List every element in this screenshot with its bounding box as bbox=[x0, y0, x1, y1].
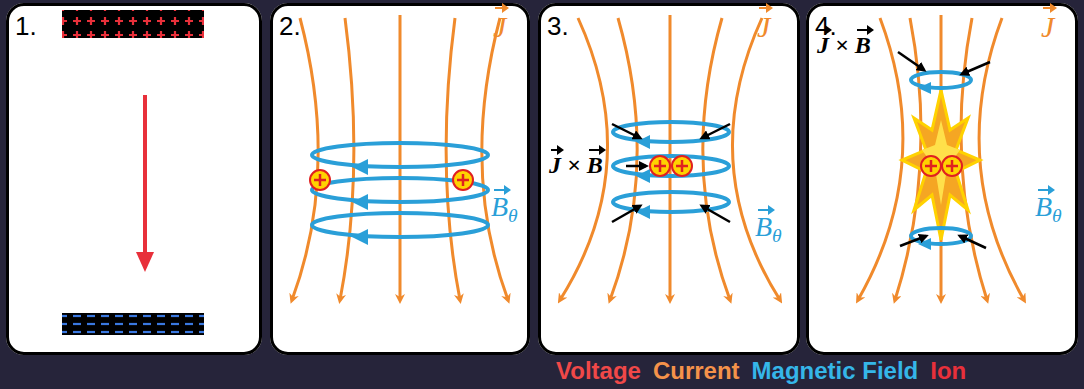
legend: Voltage Current Magnetic Field Ion bbox=[556, 357, 966, 385]
step-panel: 3. J J × B Bθ bbox=[538, 3, 800, 355]
legend-text: Magnetic Field bbox=[752, 357, 919, 384]
force-label: J × B bbox=[549, 152, 603, 178]
step-panel: 4.JJ × BBθ bbox=[806, 3, 1078, 355]
vector-label: J bbox=[493, 10, 506, 43]
vector-label: Bθ bbox=[755, 212, 782, 246]
legend-color: Voltage bbox=[556, 357, 641, 385]
step-panel: 2. J Bθ bbox=[270, 3, 530, 355]
legend-text: Current bbox=[653, 357, 740, 384]
step-number: 1. bbox=[15, 12, 37, 41]
vector-label: J bbox=[1041, 10, 1054, 43]
legend-color: Magnetic Field bbox=[752, 357, 919, 385]
step-panel: 1. bbox=[6, 3, 262, 355]
legend-text: Voltage bbox=[556, 357, 641, 384]
vector-label: J bbox=[757, 10, 770, 43]
force-label: J × B bbox=[817, 32, 871, 58]
step-number: 3. bbox=[547, 12, 569, 41]
vector-label: Bθ bbox=[491, 192, 518, 226]
step-number: 2. bbox=[279, 12, 301, 41]
legend-text: Ion bbox=[930, 357, 966, 384]
legend-color: Current bbox=[653, 357, 740, 385]
vector-label: Bθ bbox=[1035, 192, 1062, 226]
legend-color: Ion bbox=[930, 357, 966, 385]
